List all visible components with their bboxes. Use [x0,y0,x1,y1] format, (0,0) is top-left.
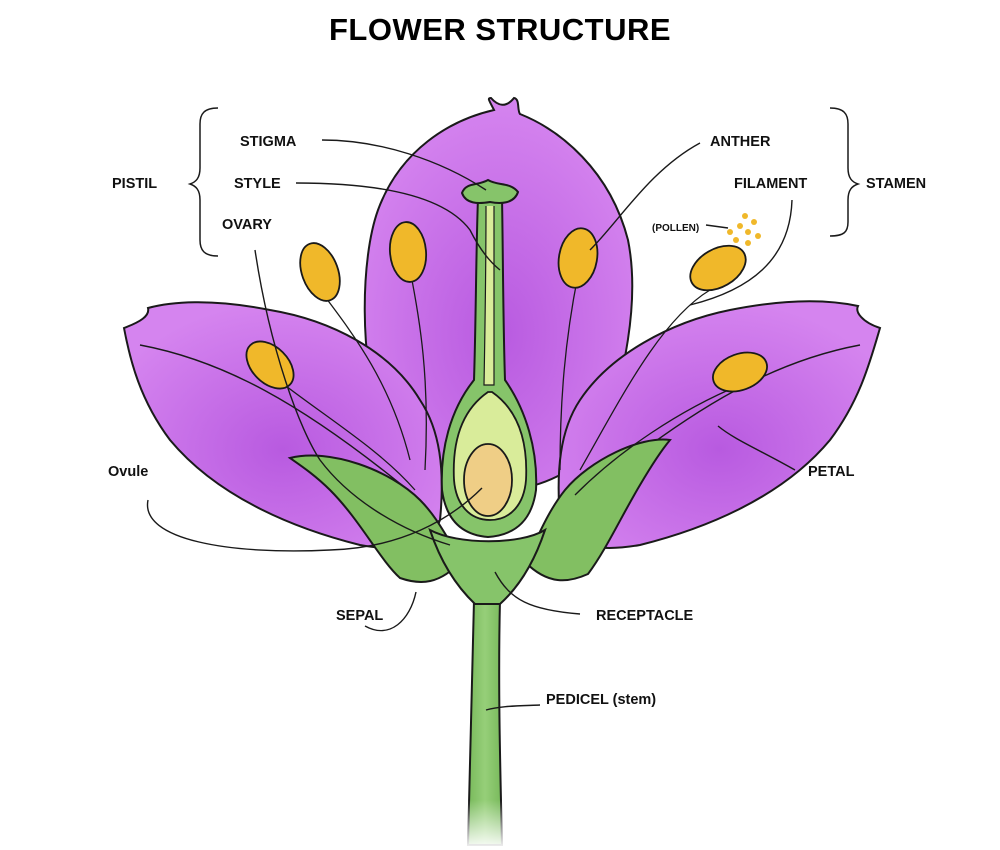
pistil-label: PISTIL [112,176,158,192]
leader-lines [146,139,796,711]
pollen-label: (POLLEN) [652,223,700,234]
anther-label: ANTHER [710,134,771,150]
style-label: STYLE [234,176,281,192]
receptacle [428,527,547,605]
stamen-label: STAMEN [866,176,927,192]
right-sepal [523,438,672,582]
stamen-brace [829,107,861,237]
stigma-label: STIGMA [240,134,297,150]
pollen-dots [727,213,761,246]
filaments [277,269,741,496]
diagram-title: FLOWER STRUCTURE [328,12,672,47]
ovary-label: OVARY [222,217,272,233]
left-sepal [287,454,464,583]
petal-label: PETAL [808,464,855,480]
filament-label: FILAMENT [734,176,808,192]
pedicel-label: PEDICEL (stem) [546,692,657,708]
anthers [245,221,768,393]
ovule [463,443,513,517]
ovule-label: Ovule [108,464,149,480]
receptacle-label: RECEPTACLE [596,608,694,624]
stigma [460,178,520,204]
sepal-label: SEPAL [336,608,384,624]
pistil-brace [187,107,219,257]
style-canal [483,205,495,386]
